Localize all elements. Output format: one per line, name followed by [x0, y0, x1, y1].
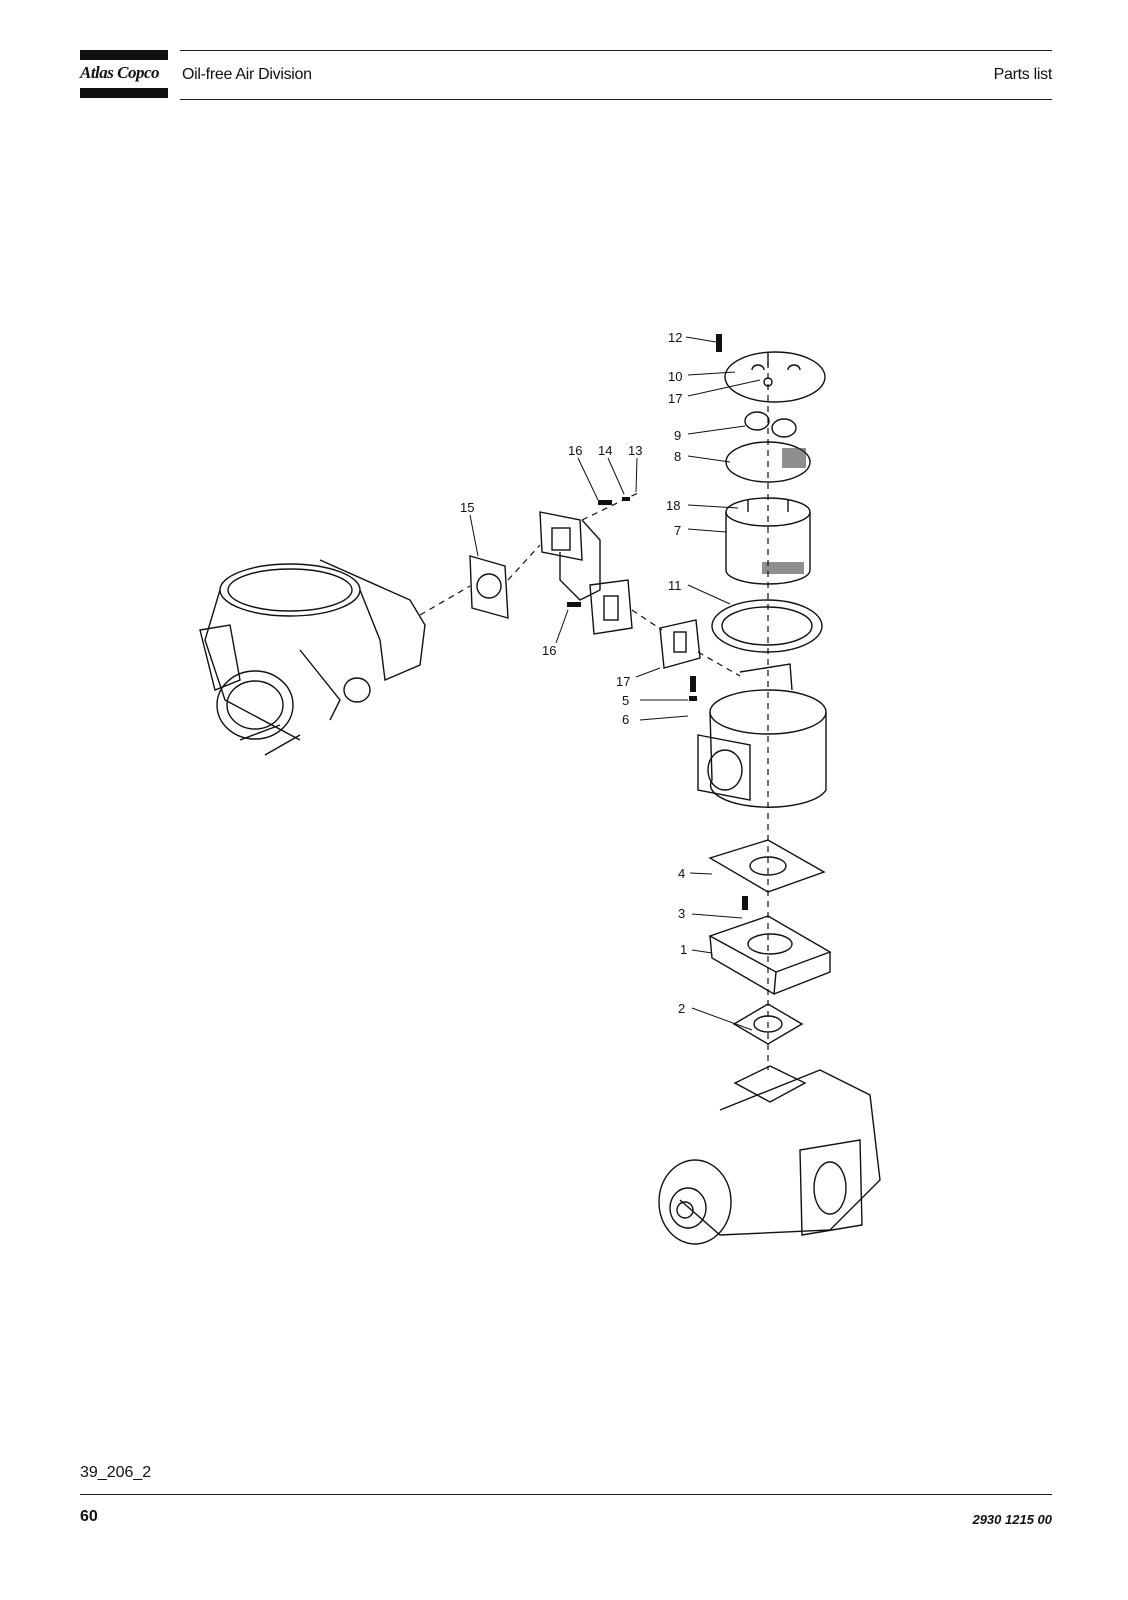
callout-10: 10 — [668, 369, 682, 384]
elbow-pipe — [539, 511, 633, 635]
callout-6: 6 — [622, 712, 629, 727]
callout-15: 15 — [460, 500, 474, 515]
section-title: Parts list — [993, 66, 1053, 83]
adapter-1 — [708, 915, 832, 996]
header-rule-top — [180, 50, 1052, 51]
callout-11: 11 — [668, 578, 682, 593]
callout-13: 13 — [628, 443, 642, 458]
brand-logo: Atlas Copco — [80, 63, 160, 82]
callout-8: 8 — [674, 449, 681, 464]
callout-4: 4 — [678, 866, 685, 881]
header-rule-bottom — [180, 99, 1052, 100]
callout-1: 1 — [680, 942, 687, 957]
gasket-15 — [469, 555, 509, 619]
spacers-9 — [744, 411, 797, 438]
gasket-17 — [659, 619, 701, 669]
division-title: Oil-free Air Division — [182, 66, 312, 83]
callout-18: 17 — [668, 391, 682, 406]
page-number: 60 — [80, 1508, 98, 1525]
filter-housing — [697, 663, 827, 808]
logo-bar-top — [80, 50, 168, 60]
fasteners — [567, 334, 748, 910]
callout-17: 17 — [616, 674, 630, 689]
callout-9: 9 — [674, 428, 681, 443]
cover-plate — [724, 351, 826, 403]
gasket-4 — [708, 839, 826, 893]
ring-11 — [711, 599, 823, 653]
footer-rule — [80, 1494, 1052, 1495]
document-number: 2930 1215 00 — [972, 1512, 1052, 1527]
callout-5: 5 — [622, 693, 629, 708]
callout-16-bottom: 16 — [542, 643, 556, 658]
callout-2: 2 — [678, 1001, 685, 1016]
left-housing-assembly — [199, 559, 426, 756]
logo-bar-bottom — [80, 88, 168, 98]
callout-14: 14 — [598, 443, 612, 458]
callout-7: 7 — [674, 523, 681, 538]
callout-3: 3 — [678, 906, 685, 921]
callout-19: 18 — [666, 498, 680, 513]
callout-12: 12 — [668, 330, 682, 345]
figure-id: 39_206_2 — [80, 1464, 152, 1481]
callout-16-top: 16 — [568, 443, 582, 458]
compressor-element — [658, 1065, 881, 1245]
